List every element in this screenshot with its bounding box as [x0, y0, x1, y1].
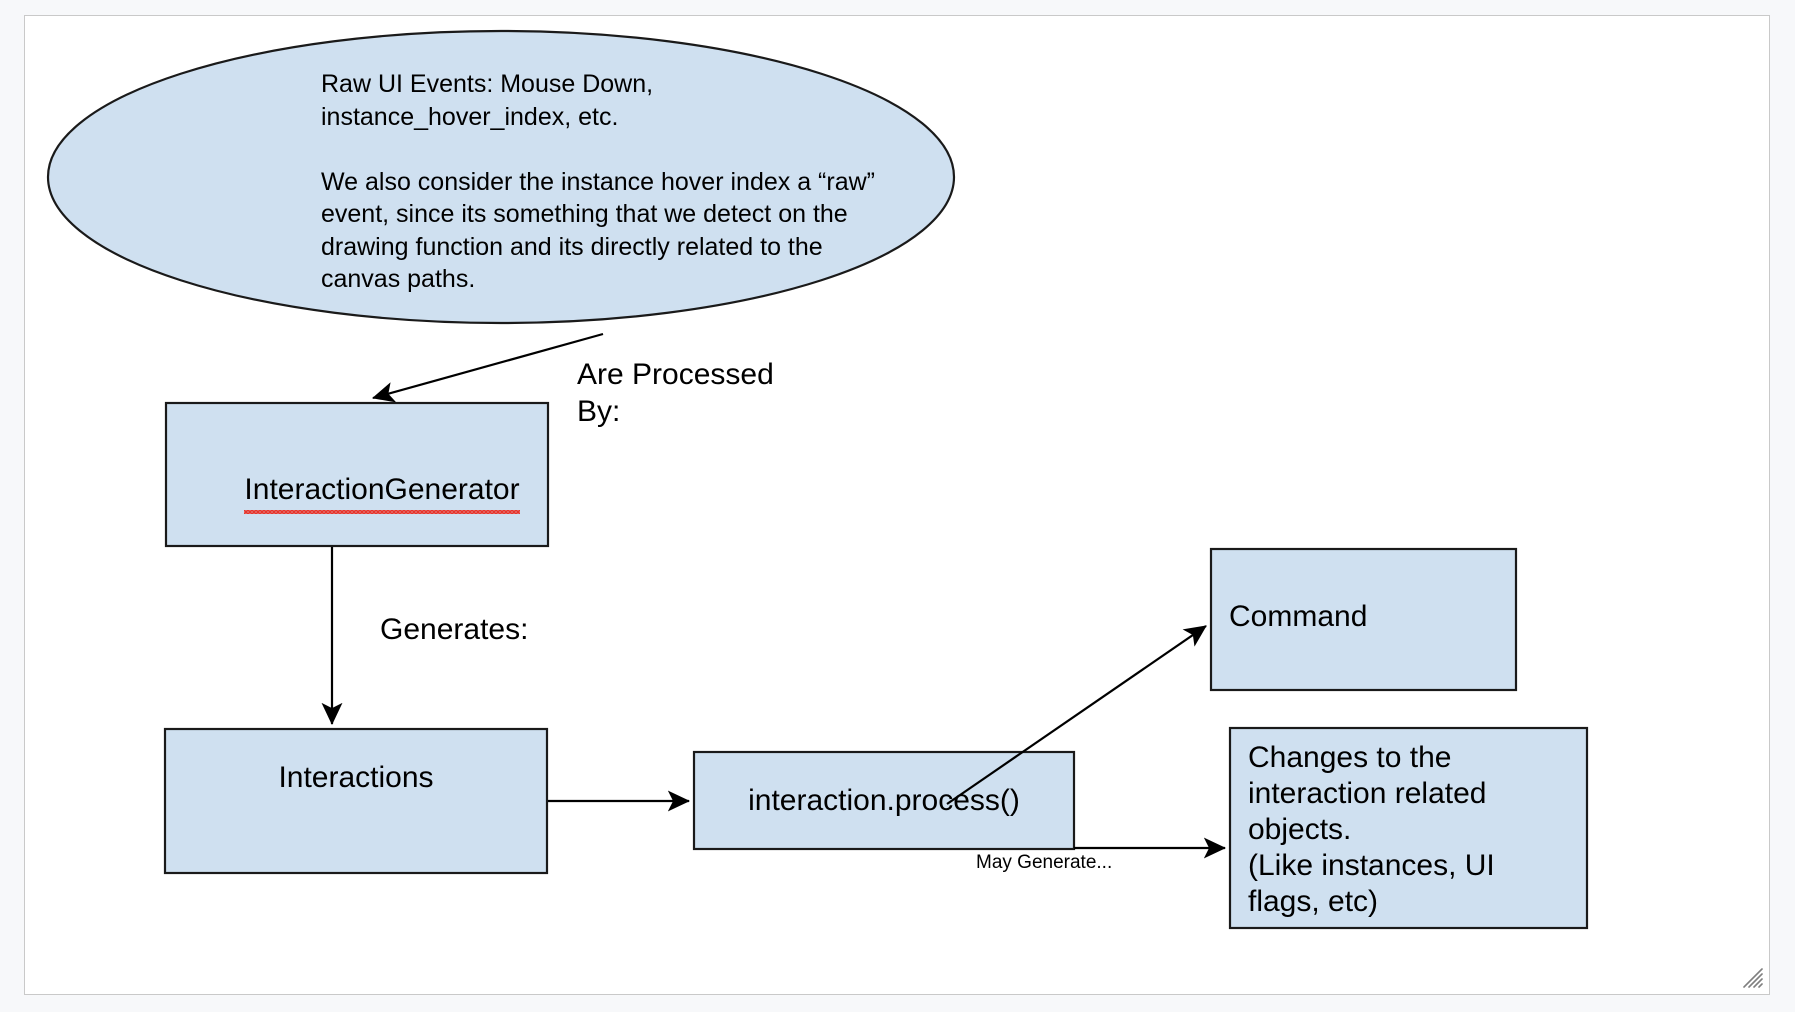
node-command[interactable]: [1209, 547, 1518, 692]
node-raw-events-ellipse-label: Raw UI Events: Mouse Down, instance_hove…: [321, 70, 875, 293]
node-raw-events-ellipse[interactable]: [46, 29, 956, 325]
node-interaction-generator-label-wrap: InteractionGenerator: [166, 431, 548, 548]
node-interaction-process-label: interaction.process(): [748, 784, 1020, 817]
node-interactions-label: Interactions: [278, 761, 434, 794]
diagram-shapes-layer: [46, 29, 1589, 930]
edge-process-to-command[interactable]: [946, 625, 1207, 805]
edge-label-generates: Generates:: [380, 613, 529, 646]
edge-ellipse-to-generator[interactable]: [372, 332, 604, 403]
edge-label-are-processed-by: Are Processed By:: [577, 358, 774, 429]
node-interaction-generator[interactable]: [164, 401, 550, 548]
node-interactions[interactable]: [163, 727, 549, 875]
resize-grip-icon[interactable]: [1737, 962, 1763, 988]
diagram-canvas[interactable]: Raw UI Events: Mouse Down, instance_hove…: [24, 15, 1770, 995]
node-changes-label: Changes to the interaction related objec…: [1248, 741, 1495, 918]
node-interaction-process[interactable]: [692, 750, 1076, 851]
node-interaction-generator-label: InteractionGenerator: [244, 470, 520, 514]
node-command-label: Command: [1229, 600, 1368, 633]
node-changes[interactable]: [1228, 726, 1589, 930]
edge-label-may-generate: May Generate...: [976, 852, 1113, 873]
